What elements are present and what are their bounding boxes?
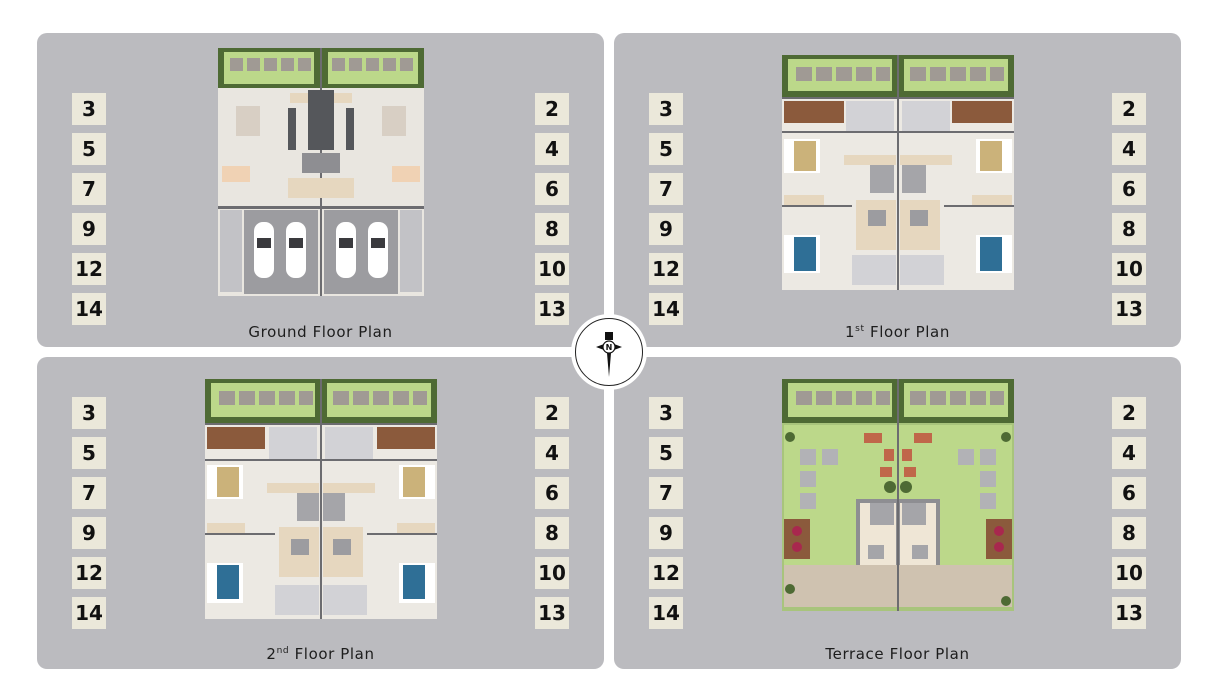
unit-button[interactable]: 12 bbox=[649, 557, 683, 589]
unit-button[interactable]: 9 bbox=[72, 213, 106, 245]
unit-button[interactable]: 9 bbox=[649, 213, 683, 245]
compass-north-icon: N bbox=[596, 332, 622, 377]
unit-button[interactable]: 12 bbox=[72, 557, 106, 589]
title-text: Floor Plan bbox=[864, 323, 950, 341]
left-unit-list: 3 5 7 9 12 14 bbox=[649, 93, 683, 325]
unit-button[interactable]: 9 bbox=[649, 517, 683, 549]
first-floor-panel: 3 5 7 9 12 14 2 4 6 8 10 13 1st Floor Pl… bbox=[614, 33, 1181, 347]
compass-label: N bbox=[606, 343, 613, 352]
unit-button[interactable]: 13 bbox=[1112, 293, 1146, 325]
left-unit-list: 3 5 7 9 12 14 bbox=[72, 93, 106, 325]
second-floor-plan-image[interactable] bbox=[204, 379, 437, 619]
unit-button[interactable]: 8 bbox=[1112, 517, 1146, 549]
compass: N bbox=[575, 318, 643, 386]
unit-button[interactable]: 8 bbox=[535, 517, 569, 549]
unit-button[interactable]: 5 bbox=[72, 133, 106, 165]
unit-button[interactable]: 14 bbox=[72, 597, 106, 629]
unit-button[interactable]: 5 bbox=[72, 437, 106, 469]
title-text: Floor Plan bbox=[289, 645, 375, 663]
left-unit-list: 3 5 7 9 12 14 bbox=[649, 397, 683, 629]
unit-button[interactable]: 2 bbox=[1112, 93, 1146, 125]
second-floor-panel: 3 5 7 9 12 14 2 4 6 8 10 13 2nd Floor Pl… bbox=[37, 357, 604, 669]
title-number: 1 bbox=[845, 323, 856, 341]
unit-button[interactable]: 10 bbox=[1112, 557, 1146, 589]
first-floor-plan-image[interactable] bbox=[781, 55, 1014, 290]
unit-button[interactable]: 4 bbox=[535, 437, 569, 469]
title-number: 2 bbox=[266, 645, 277, 663]
unit-button[interactable]: 10 bbox=[535, 253, 569, 285]
right-unit-list: 2 4 6 8 10 13 bbox=[535, 93, 569, 325]
unit-button[interactable]: 3 bbox=[72, 397, 106, 429]
unit-button[interactable]: 14 bbox=[72, 293, 106, 325]
unit-button[interactable]: 13 bbox=[535, 293, 569, 325]
unit-button[interactable]: 4 bbox=[535, 133, 569, 165]
ground-floor-plan-image[interactable] bbox=[217, 48, 424, 296]
unit-button[interactable]: 13 bbox=[535, 597, 569, 629]
ground-floor-panel: 3 5 7 9 12 14 2 4 6 8 10 13 Ground Floor… bbox=[37, 33, 604, 347]
unit-button[interactable]: 4 bbox=[1112, 437, 1146, 469]
unit-button[interactable]: 7 bbox=[72, 477, 106, 509]
unit-button[interactable]: 2 bbox=[535, 93, 569, 125]
unit-button[interactable]: 12 bbox=[72, 253, 106, 285]
unit-button[interactable]: 2 bbox=[535, 397, 569, 429]
terrace-floor-plan-title: Terrace Floor Plan bbox=[825, 645, 970, 663]
unit-button[interactable]: 3 bbox=[72, 93, 106, 125]
unit-button[interactable]: 6 bbox=[1112, 477, 1146, 509]
title-ordinal: st bbox=[855, 324, 865, 334]
right-unit-list: 2 4 6 8 10 13 bbox=[1112, 93, 1146, 325]
unit-button[interactable]: 6 bbox=[1112, 173, 1146, 205]
unit-button[interactable]: 10 bbox=[535, 557, 569, 589]
first-floor-plan-title: 1st Floor Plan bbox=[614, 323, 1181, 341]
right-unit-list: 2 4 6 8 10 13 bbox=[1112, 397, 1146, 629]
unit-button[interactable]: 6 bbox=[535, 477, 569, 509]
unit-button[interactable]: 5 bbox=[649, 133, 683, 165]
unit-button[interactable]: 14 bbox=[649, 597, 683, 629]
unit-button[interactable]: 8 bbox=[1112, 213, 1146, 245]
unit-button[interactable]: 7 bbox=[649, 477, 683, 509]
right-unit-list: 2 4 6 8 10 13 bbox=[535, 397, 569, 629]
unit-button[interactable]: 10 bbox=[1112, 253, 1146, 285]
unit-button[interactable]: 3 bbox=[649, 93, 683, 125]
title-ordinal: nd bbox=[276, 646, 290, 656]
left-unit-list: 3 5 7 9 12 14 bbox=[72, 397, 106, 629]
unit-button[interactable]: 9 bbox=[72, 517, 106, 549]
unit-button[interactable]: 13 bbox=[1112, 597, 1146, 629]
unit-button[interactable]: 5 bbox=[649, 437, 683, 469]
unit-button[interactable]: 7 bbox=[649, 173, 683, 205]
unit-button[interactable]: 7 bbox=[72, 173, 106, 205]
terrace-floor-plan-image[interactable] bbox=[781, 379, 1014, 611]
unit-button[interactable]: 6 bbox=[535, 173, 569, 205]
unit-button[interactable]: 14 bbox=[649, 293, 683, 325]
unit-button[interactable]: 4 bbox=[1112, 133, 1146, 165]
terrace-floor-panel: 3 5 7 9 12 14 2 4 6 8 10 13 Terrace Floo… bbox=[614, 357, 1181, 669]
unit-button[interactable]: 8 bbox=[535, 213, 569, 245]
unit-button[interactable]: 12 bbox=[649, 253, 683, 285]
second-floor-plan-title: 2nd Floor Plan bbox=[37, 645, 604, 663]
ground-floor-plan-title: Ground Floor Plan bbox=[248, 323, 393, 341]
unit-button[interactable]: 2 bbox=[1112, 397, 1146, 429]
unit-button[interactable]: 3 bbox=[649, 397, 683, 429]
